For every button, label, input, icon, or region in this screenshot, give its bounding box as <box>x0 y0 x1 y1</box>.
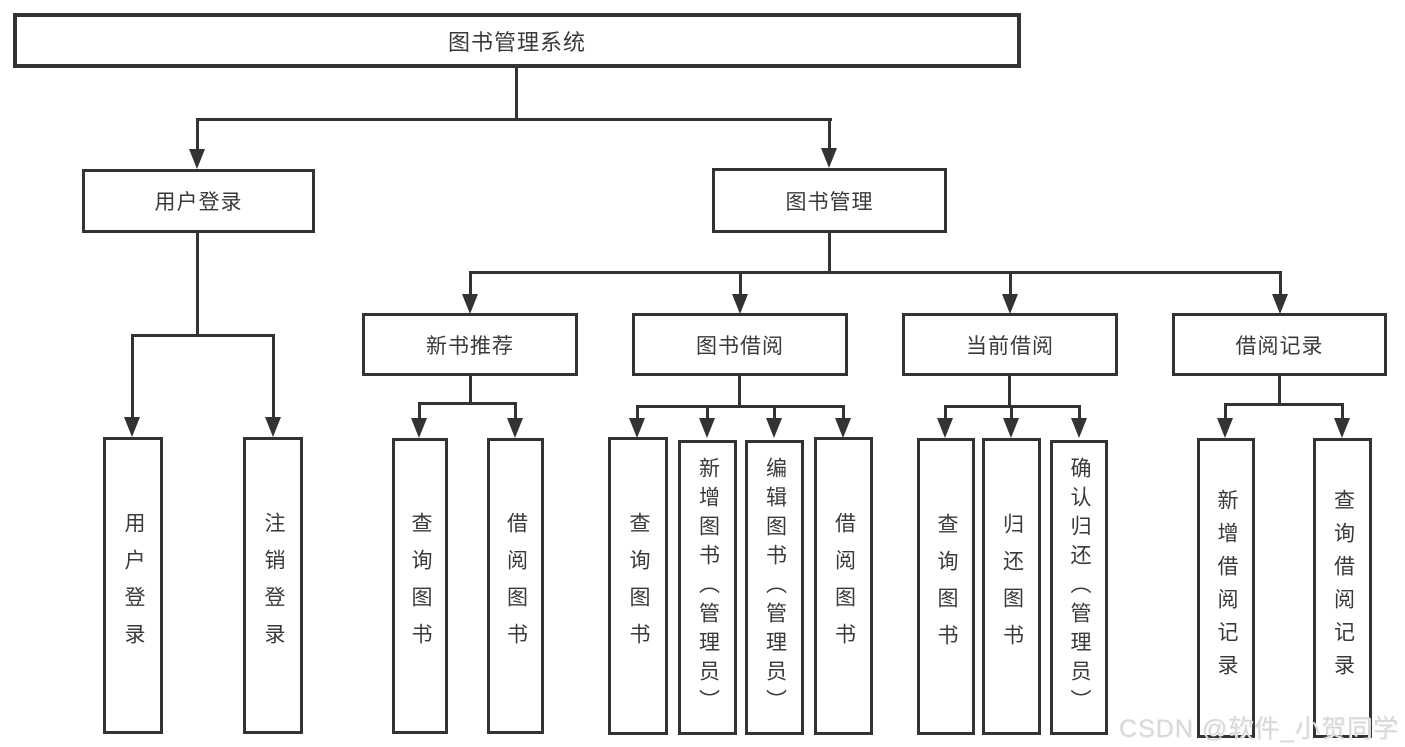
arrow-down-icon <box>1003 418 1019 438</box>
arrow-down-icon <box>462 294 478 314</box>
node-query-books: 查询图书 <box>608 437 668 735</box>
connector <box>773 405 776 420</box>
node-user-login-feature: 用户登录 <box>103 437 163 734</box>
connector <box>706 405 709 420</box>
connector <box>1010 405 1013 420</box>
node-borrow-record: 借阅记录 <box>1172 313 1387 376</box>
connector <box>1341 403 1344 420</box>
node-book-management: 图书管理 <box>712 168 947 233</box>
connector <box>739 271 742 297</box>
node-confirm-return-admin: 确认归还（管理员） <box>1050 440 1108 735</box>
node-current-borrow: 当前借阅 <box>902 313 1118 376</box>
connector <box>418 402 517 405</box>
arrow-down-icon <box>1071 418 1087 438</box>
arrow-down-icon <box>821 148 837 168</box>
connector <box>1008 376 1011 407</box>
connector <box>196 118 199 152</box>
arrow-down-icon <box>189 149 205 169</box>
arrow-down-icon <box>411 418 427 438</box>
arrow-down-icon <box>937 418 953 438</box>
connector <box>196 233 199 336</box>
arrow-down-icon <box>766 418 782 438</box>
connector <box>1224 403 1344 406</box>
node-borrow-books: 借阅图书 <box>487 438 544 734</box>
node-add-borrow-record: 新增借阅记录 <box>1197 438 1255 738</box>
connector <box>469 271 1282 274</box>
arrow-down-icon <box>732 294 748 314</box>
node-borrow-books: 借阅图书 <box>814 437 873 735</box>
arrow-down-icon <box>1272 294 1288 314</box>
connector <box>944 405 947 420</box>
arrow-down-icon <box>629 418 645 438</box>
connector <box>469 271 472 297</box>
connector <box>515 68 518 120</box>
connector <box>469 376 472 404</box>
arrow-down-icon <box>1334 418 1350 438</box>
connector <box>636 405 639 420</box>
node-user-login: 用户登录 <box>82 169 315 233</box>
arrow-down-icon <box>699 418 715 438</box>
node-edit-books-admin: 编辑图书（管理员） <box>745 440 804 735</box>
connector <box>738 376 741 407</box>
connector <box>1224 403 1227 420</box>
connector <box>828 233 831 273</box>
connector <box>1009 271 1012 297</box>
node-new-book-recommend: 新书推荐 <box>362 313 578 376</box>
arrow-down-icon <box>835 418 851 438</box>
node-query-books: 查询图书 <box>392 438 448 734</box>
node-book-borrow: 图书借阅 <box>632 313 848 376</box>
connector <box>131 334 275 337</box>
arrow-down-icon <box>507 418 523 438</box>
node-add-books-admin: 新增图书（管理员） <box>678 440 737 735</box>
connector <box>196 118 832 121</box>
connector <box>418 402 421 420</box>
csdn-watermark: CSDN @软件_小贺同学 <box>1118 715 1399 743</box>
connector <box>1279 271 1282 297</box>
node-query-borrow-record: 查询借阅记录 <box>1313 438 1372 738</box>
arrow-down-icon <box>265 417 281 437</box>
connector <box>636 405 845 408</box>
node-logout-feature: 注销登录 <box>243 437 303 734</box>
connector <box>1278 376 1281 405</box>
arrow-down-icon <box>1217 418 1233 438</box>
connector <box>828 118 831 151</box>
node-root: 图书管理系统 <box>13 13 1021 68</box>
connector <box>514 402 517 420</box>
node-return-books: 归还图书 <box>982 438 1041 735</box>
connector <box>1078 405 1081 420</box>
connector <box>131 334 134 419</box>
arrow-down-icon <box>1002 294 1018 314</box>
connector <box>272 334 275 419</box>
connector <box>842 405 845 420</box>
node-query-books: 查询图书 <box>917 438 975 735</box>
arrow-down-icon <box>124 417 140 437</box>
